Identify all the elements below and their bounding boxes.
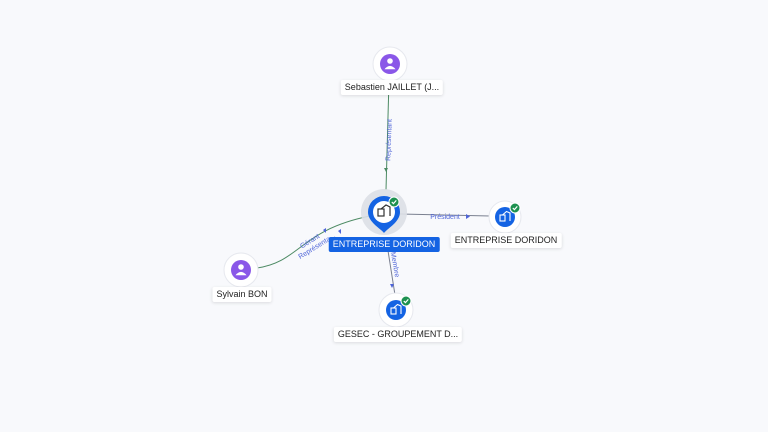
- edge-arrow-membre: [390, 284, 394, 288]
- node-label-gesec[interactable]: GESEC - GROUPEMENT D...: [333, 327, 463, 342]
- node-label-main[interactable]: ENTREPRISE DORIDON: [328, 237, 440, 252]
- edge-label-president: Président: [430, 214, 460, 221]
- person-icon: [235, 264, 247, 276]
- node-main[interactable]: [361, 189, 407, 235]
- edge-arrow-gerant: [323, 228, 326, 233]
- person-icon: [384, 58, 396, 70]
- node-gesec[interactable]: [378, 292, 414, 328]
- node-label-sebastien[interactable]: Sebastien JAILLET (J...: [340, 80, 444, 95]
- edge-label-representant: Représentant: [385, 119, 393, 161]
- check-badge-icon: [388, 196, 400, 208]
- edge-sebastien-main: [385, 79, 390, 191]
- check-badge-icon: [509, 202, 521, 214]
- check-badge-icon: [400, 295, 412, 307]
- node-label-president-company[interactable]: ENTREPRISE DORIDON: [450, 233, 562, 248]
- building-icon: [377, 204, 391, 217]
- building-icon: [499, 210, 511, 222]
- edge-arrow-representant: [384, 168, 388, 172]
- edge-arrow-representant-2: [338, 229, 341, 234]
- edge-label-membre: Membre: [389, 251, 400, 278]
- edge-arrow-president: [466, 214, 470, 219]
- edge-sylvain-main: [256, 215, 371, 269]
- node-president-company[interactable]: [488, 200, 522, 234]
- edge-main-president: [399, 213, 491, 217]
- node-label-sylvain[interactable]: Sylvain BON: [212, 287, 272, 302]
- building-icon: [390, 303, 402, 315]
- node-sebastien[interactable]: [372, 46, 408, 82]
- node-sylvain[interactable]: [223, 252, 259, 288]
